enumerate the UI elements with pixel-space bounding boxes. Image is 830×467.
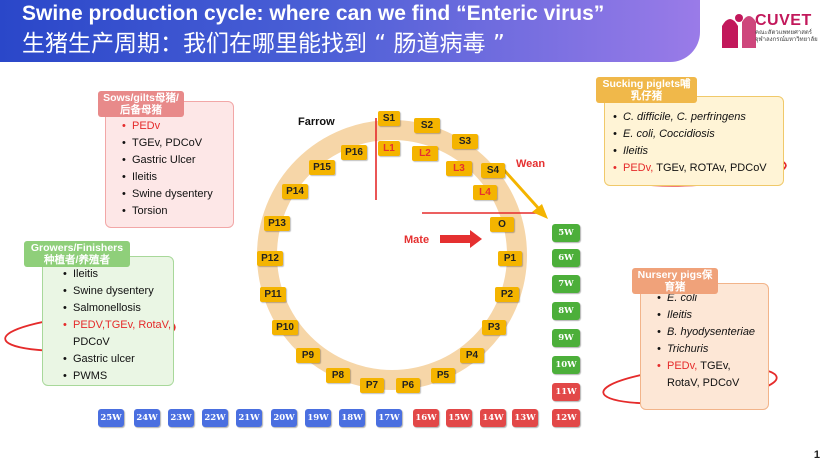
week-25w: 25W (98, 409, 124, 427)
list-item: C. difficile, C. perfringens (613, 109, 767, 126)
list-item: Swine dysentery (122, 186, 213, 203)
title-english: Swine production cycle: where can we fin… (22, 2, 605, 25)
list-item: Salmonellosis (63, 300, 173, 317)
stage-s2: S2 (414, 118, 440, 133)
sucking-list: C. difficile, C. perfringens E. coli, Co… (613, 109, 767, 177)
stage-p4: P4 (460, 348, 484, 363)
week-22w: 22W (202, 409, 228, 427)
title-chinese: 生猪生产周期：我们在哪里能找到 “ 肠道病毒 ” (22, 31, 505, 57)
list-item: E. coli (657, 290, 761, 307)
week-6w: 6W (552, 249, 580, 267)
growers-list: Ileitis Swine dysentery Salmonellosis PE… (63, 266, 173, 385)
growers-title: Growers/Finishers种植者/养殖者 (24, 241, 130, 267)
nursery-virus-red: PEDv, (667, 360, 698, 372)
week-23w: 23W (168, 409, 194, 427)
stage-l4: L4 (473, 185, 497, 200)
sows-list: PEDv TGEv, PDCoV Gastric Ulcer Ileitis S… (122, 118, 213, 220)
sows-box: PEDv TGEv, PDCoV Gastric Ulcer Ileitis S… (105, 101, 234, 228)
sucking-virus-black: TGEv, ROTAv, PDCoV (656, 162, 767, 174)
sows-title: Sows/gilts母猪/后备母猪 (98, 91, 184, 117)
mate-label: Mate (404, 234, 430, 246)
growers-box: Ileitis Swine dysentery Salmonellosis PE… (42, 256, 174, 386)
stage-p11: P11 (260, 287, 286, 302)
week-15w: 15W (446, 409, 472, 427)
stage-s4: S4 (481, 163, 505, 178)
cuvet-seal-icon (722, 14, 756, 48)
week-24w: 24W (134, 409, 160, 427)
growers-virus-red: PEDV,TGEv, RotaV, (73, 319, 172, 331)
week-21w: 21W (236, 409, 262, 427)
list-item: PEDv, TGEv, ROTAv, PDCoV (613, 160, 767, 177)
stage-l1: L1 (378, 141, 400, 156)
stage-p16: P16 (341, 145, 367, 160)
list-item: B. hyodysenteriae (657, 324, 761, 341)
title-banner: Swine production cycle: where can we fin… (0, 0, 700, 62)
stage-p13: P13 (264, 216, 290, 231)
stage-p5: P5 (431, 368, 455, 383)
list-item: Torsion (122, 203, 213, 220)
stage-p6: P6 (396, 378, 420, 393)
list-item: E. coli, Coccidiosis (613, 126, 767, 143)
nursery-box: E. coli Ileitis B. hyodysenteriae Trichu… (640, 283, 769, 410)
stage-l3: L3 (446, 161, 472, 176)
sucking-title: Sucking piglets哺乳仔猪 (596, 77, 697, 103)
list-item: Ileitis (63, 266, 173, 283)
week-10w: 10W (552, 356, 580, 374)
stage-p7: P7 (360, 378, 384, 393)
stage-p12: P12 (257, 251, 283, 266)
sucking-virus-red: PEDv, (623, 162, 654, 174)
week-11w: 11W (552, 383, 580, 401)
logo-subtext: คณะสัตวแพทยศาสตร์ จุฬาลงกรณ์มหาวิทยาลัย (755, 30, 818, 43)
list-item: Ileitis (122, 169, 213, 186)
stage-p8: P8 (326, 368, 350, 383)
week-18w: 18W (339, 409, 365, 427)
cycle-ring (257, 120, 527, 390)
growers-virus-black: PDCoV (73, 336, 110, 348)
list-item: PEDv (122, 118, 213, 135)
week-16w: 16W (413, 409, 439, 427)
nursery-title: Nursery pigs保育猪 (632, 268, 718, 294)
week-20w: 20W (271, 409, 297, 427)
week-5w: 5W (552, 224, 580, 242)
stage-p3: P3 (482, 320, 506, 335)
sucking-box: C. difficile, C. perfringens E. coli, Co… (604, 96, 784, 186)
stage-s3: S3 (452, 134, 478, 149)
stage-p14: P14 (282, 184, 308, 199)
week-9w: 9W (552, 329, 580, 347)
stage-l2: L2 (412, 146, 438, 161)
list-item: Swine dysentery (63, 283, 173, 300)
list-item: PWMS (63, 368, 173, 385)
farrow-label: Farrow (298, 116, 335, 128)
stage-p1: P1 (498, 251, 522, 266)
mate-arrow-icon (440, 230, 482, 248)
list-item: Trichuris (657, 341, 761, 358)
list-item: Gastric ulcer (63, 351, 173, 368)
list-item: PEDV,TGEv, RotaV, PDCoV (63, 317, 173, 351)
logo-text: CUVET (755, 12, 812, 29)
stage-o: O (490, 217, 514, 232)
week-7w: 7W (552, 275, 580, 293)
stage-p10: P10 (272, 320, 298, 335)
wean-label: Wean (516, 158, 546, 170)
week-14w: 14W (480, 409, 506, 427)
week-17w: 17W (376, 409, 402, 427)
list-item: TGEv, PDCoV (122, 135, 213, 152)
wean-arrow (502, 168, 548, 219)
week-12w: 12W (552, 409, 580, 427)
stage-p9: P9 (296, 348, 320, 363)
week-19w: 19W (305, 409, 331, 427)
list-item: Gastric Ulcer (122, 152, 213, 169)
nursery-list: E. coli Ileitis B. hyodysenteriae Trichu… (657, 290, 761, 392)
stage-p2: P2 (495, 287, 519, 302)
page-number: 1 (813, 449, 820, 461)
week-13w: 13W (512, 409, 538, 427)
stage-s1: S1 (378, 111, 400, 126)
nursery-virus-black: TGEv, RotaV, PDCoV (667, 360, 740, 389)
list-item: PEDv, TGEv, RotaV, PDCoV (657, 358, 761, 392)
stage-p15: P15 (309, 160, 335, 175)
list-item: Ileitis (613, 143, 767, 160)
list-item: Ileitis (657, 307, 761, 324)
week-8w: 8W (552, 302, 580, 320)
